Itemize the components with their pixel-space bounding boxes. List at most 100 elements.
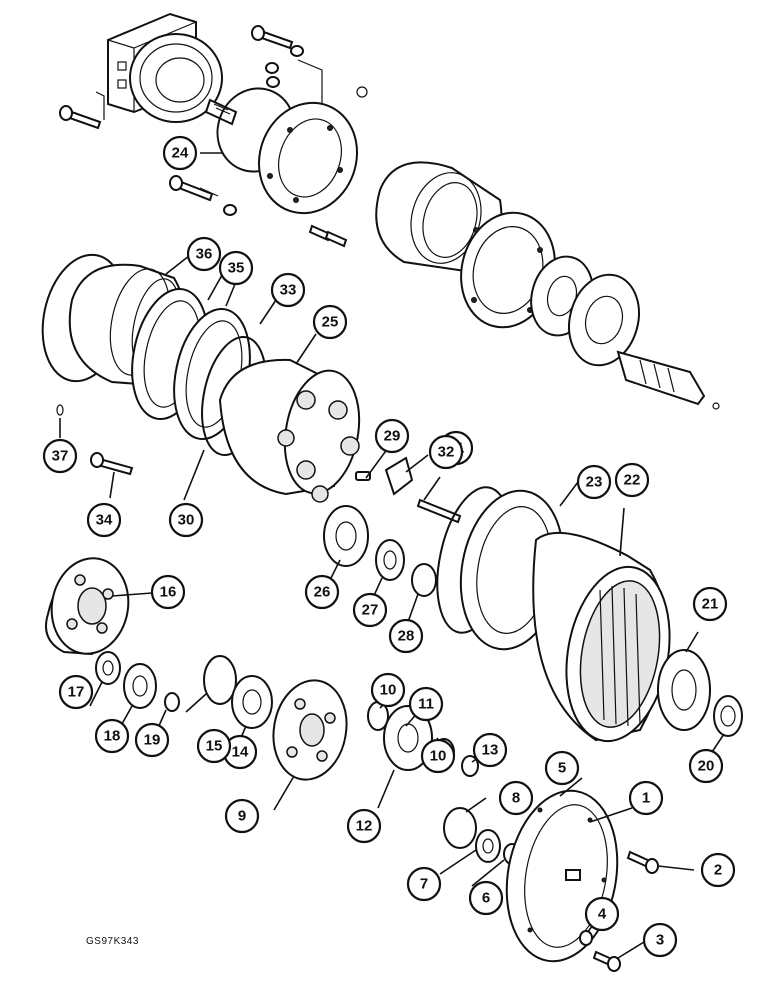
callout-number: 10: [380, 682, 397, 699]
callout-number: 1: [642, 790, 650, 807]
callout-circle: [388, 618, 424, 654]
planet-carrier-9: [272, 679, 348, 781]
callout-1: 1: [628, 780, 664, 816]
callout-circle: [408, 686, 444, 722]
callout-24: 24: [162, 135, 198, 171]
hydraulic-motor: [107, 12, 238, 126]
callout-circle: [628, 780, 664, 816]
callout-5: 5: [544, 750, 580, 786]
callout-28: 28: [388, 618, 424, 654]
snap-ring-8-gear-7-washer-6: [443, 807, 521, 865]
callout-circle: [420, 738, 456, 774]
callout-circle: [614, 462, 650, 498]
callout-number: 28: [398, 628, 415, 645]
callout-17: 17: [58, 674, 94, 710]
callout-circle: [162, 135, 198, 171]
callout-circle: [346, 808, 382, 844]
callout-circle: [370, 672, 406, 708]
callout-circle: [150, 574, 186, 610]
brake-discs: [530, 255, 640, 367]
callout-circle: [692, 586, 728, 622]
callout-number: 37: [52, 448, 69, 465]
callout-26: 26: [304, 574, 340, 610]
callout-30: 30: [168, 502, 204, 538]
small-parts-29-32-37: [56, 404, 414, 496]
callout-number: 35: [228, 260, 245, 277]
callout-number: 6: [482, 890, 490, 907]
callout-circle: [498, 780, 534, 816]
callout-circle: [374, 418, 410, 454]
callout-34: 34: [86, 502, 122, 538]
callout-25: 25: [312, 304, 348, 340]
callout-number: 16: [160, 584, 177, 601]
callout-circle: [352, 592, 388, 628]
callout-circle: [224, 798, 260, 834]
callout-22: 22: [614, 462, 650, 498]
output-shaft: [616, 350, 720, 410]
callout-circle: [304, 574, 340, 610]
callout-number: 34: [96, 512, 113, 529]
callout-12: 12: [346, 808, 382, 844]
callout-27: 27: [352, 592, 388, 628]
callout-number: 27: [362, 602, 379, 619]
callout-number: 24: [172, 145, 189, 162]
planet-carrier-25: [218, 358, 361, 503]
ring-gear-22: [532, 531, 671, 743]
callout-circle: [472, 732, 508, 768]
callout-number: 10: [430, 748, 447, 765]
callout-circle: [168, 502, 204, 538]
callout-20: 20: [688, 748, 724, 784]
callout-23: 23: [576, 464, 612, 500]
callout-number: 30: [178, 512, 195, 529]
callout-16: 16: [150, 574, 186, 610]
callout-number: 18: [104, 728, 121, 745]
callout-2: 2: [700, 852, 736, 888]
callout-circle: [86, 502, 122, 538]
callout-number: 12: [356, 818, 373, 835]
callout-number: 3: [656, 932, 664, 949]
callout-33: 33: [270, 272, 306, 308]
callout-18: 18: [94, 718, 130, 754]
callout-35: 35: [218, 250, 254, 286]
callout-8: 8: [498, 780, 534, 816]
callout-circle: [94, 718, 130, 754]
callout-circle: [584, 896, 620, 932]
callout-29: 29: [374, 418, 410, 454]
callout-circle: [196, 728, 232, 764]
callout-14: 14: [222, 734, 258, 770]
callout-circle: [270, 272, 306, 308]
snap-ring-15-gear-14: [203, 655, 273, 729]
callout-15: 15: [196, 728, 232, 764]
callout-number: 20: [698, 758, 715, 775]
callout-number: 32: [438, 444, 455, 461]
gear-26: [323, 505, 369, 567]
callout-number: 23: [586, 474, 603, 491]
callout-21: 21: [692, 586, 728, 622]
motor-bolts: [59, 25, 368, 216]
callout-number: 9: [238, 808, 246, 825]
callout-4: 4: [584, 896, 620, 932]
callout-circle: [544, 750, 580, 786]
callout-circle: [218, 250, 254, 286]
callout-circle: [312, 304, 348, 340]
callout-number: 13: [482, 742, 499, 759]
gear-27: [375, 539, 405, 581]
callout-number: 4: [598, 906, 607, 923]
callout-circle: [642, 922, 678, 958]
callout-number: 14: [232, 744, 249, 761]
callout-circle: [688, 748, 724, 784]
callout-number: 19: [144, 732, 161, 749]
gear-21-and-seal-20: [657, 649, 743, 737]
bolts-2-3-washer-4: [579, 850, 659, 972]
callout-11: 11: [408, 686, 444, 722]
callout-9: 9: [224, 798, 260, 834]
callout-number: 21: [702, 596, 719, 613]
bearing-17-gear-18-washer-19: [95, 651, 180, 712]
callout-37: 37: [42, 438, 78, 474]
callout-circle: [428, 434, 464, 470]
callout-number: 2: [714, 862, 722, 879]
callout-circle: [42, 438, 78, 474]
